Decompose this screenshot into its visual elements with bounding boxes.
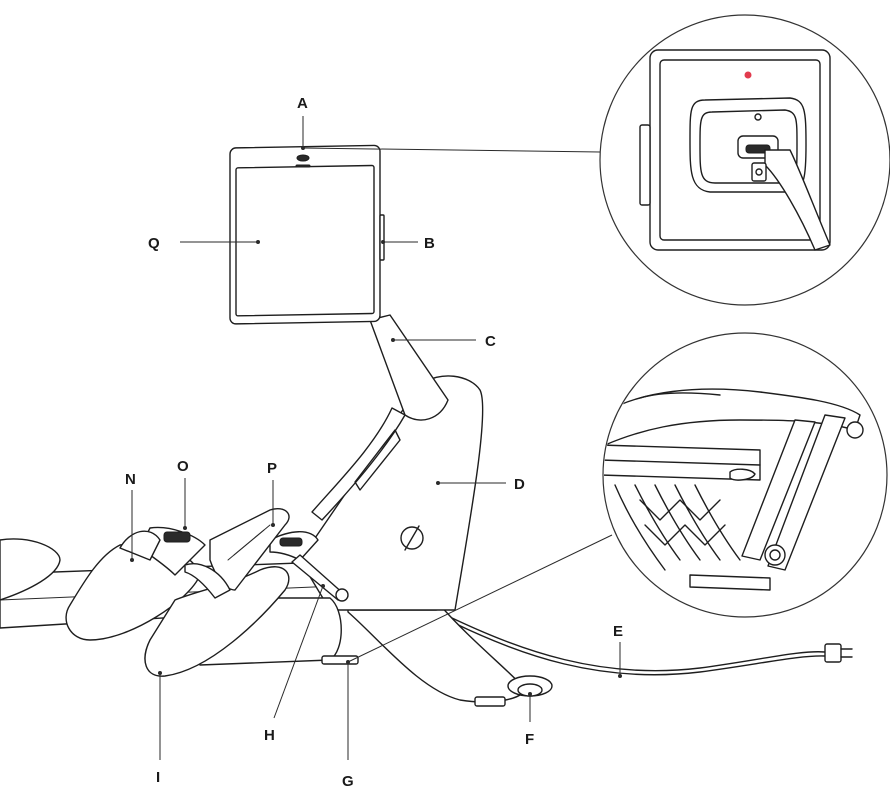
label-p: P [267, 460, 277, 477]
red-indicator-light [745, 72, 752, 79]
label-q: Q [148, 235, 160, 252]
label-d: D [514, 476, 525, 493]
touchscreen [230, 145, 384, 324]
label-e: E [613, 623, 623, 640]
label-n: N [125, 471, 136, 488]
inset-footplate-detail [600, 333, 887, 617]
label-b: B [424, 235, 435, 252]
label-c: C [485, 333, 496, 350]
label-h: H [264, 727, 275, 744]
power-cord [452, 618, 852, 675]
label-i: I [156, 769, 160, 786]
label-a: A [297, 95, 308, 112]
label-o: O [177, 458, 189, 475]
inset-screen-back [600, 15, 890, 305]
label-g: G [342, 773, 354, 790]
label-f: F [525, 731, 534, 748]
power-plug-icon [825, 644, 852, 662]
